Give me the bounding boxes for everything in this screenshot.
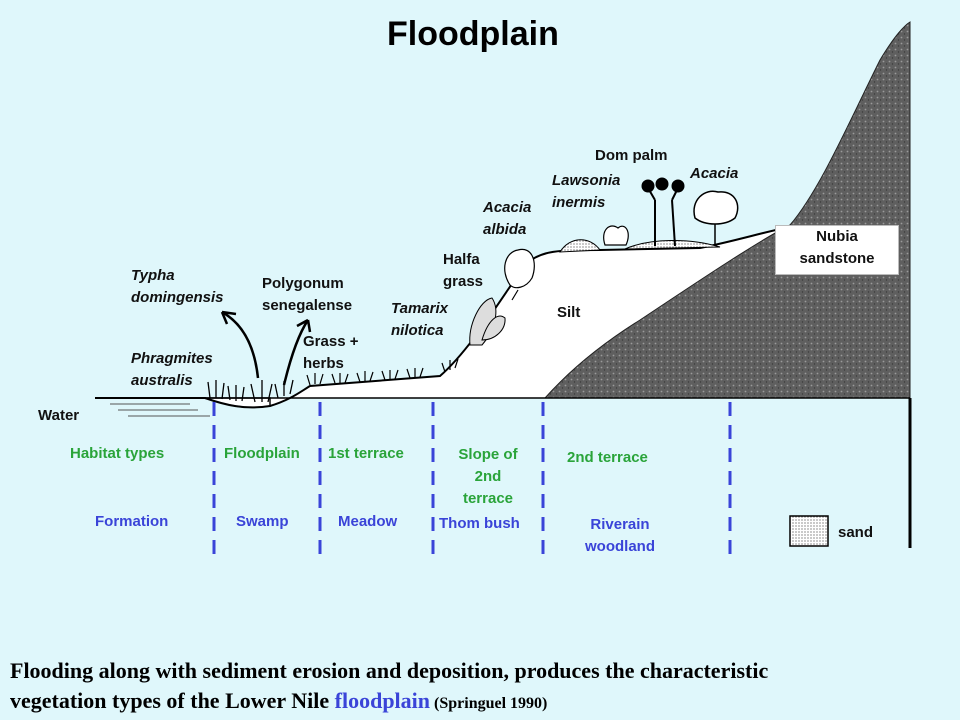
acacia-albida-tree [504, 248, 535, 301]
formation-riverain-woodland: Riverain woodland [585, 516, 655, 555]
water-body [95, 397, 271, 409]
label-acacia-albida: Acacia albida [483, 199, 532, 238]
legend-sand-label: sand [838, 524, 874, 541]
label-phragmites: Phragmites australis [131, 350, 213, 389]
caption-highlight: floodplain [334, 688, 431, 713]
label-tamarix: Tamarix nilotica [391, 300, 448, 339]
label-polygonum: Polygonum senegalense [262, 275, 353, 314]
formation-thom-bush: Thom bush [439, 515, 520, 532]
habitat-floodplain: Floodplain [224, 445, 300, 462]
polygonum-arrow [282, 318, 312, 386]
caption-line-1: Flooding along with sediment erosion and… [10, 658, 769, 683]
dom-palm-tree [641, 177, 685, 247]
sand-mound-right [624, 240, 721, 250]
lawsonia-shrub [603, 225, 629, 246]
caption-line-2: vegetation types of the Lower Nile flood… [10, 686, 955, 719]
habitat-slope-2nd-terrace: Slope of 2nd terrace [458, 446, 518, 507]
caption: Flooding along with sediment erosion and… [10, 656, 955, 719]
water-ripples [110, 403, 210, 417]
label-dom-palm: Dom palm [595, 147, 668, 164]
label-acacia: Acacia [690, 165, 739, 182]
habitat-1st-terrace: 1st terrace [328, 445, 404, 462]
sand-mound-left [559, 239, 601, 253]
label-lawsonia: Lawsonia inermis [552, 172, 621, 211]
typha-arrow [220, 310, 260, 379]
tamarix-shrub [469, 297, 506, 346]
caption-citation: (Springuel 1990) [430, 695, 548, 712]
formation-meadow: Meadow [338, 513, 398, 530]
swamp-reeds [207, 379, 294, 403]
label-halfa-grass: Halfa grass [443, 251, 484, 290]
label-grass-herbs: Grass + herbs [303, 333, 359, 372]
label-silt: Silt [557, 304, 581, 321]
grass-tufts [306, 358, 459, 386]
sand-legend-swatch [789, 515, 829, 547]
acacia-tree [693, 190, 739, 245]
habitat-2nd-terrace: 2nd terrace [567, 449, 648, 466]
caption-line-2-text: vegetation types of the Lower Nile [10, 688, 335, 713]
label-typha: Typha domingensis [131, 267, 224, 306]
page-title: Floodplain [387, 15, 559, 53]
habitat-types-header: Habitat types [70, 445, 165, 462]
zone-dividers [212, 402, 732, 560]
formation-header: Formation [95, 513, 169, 530]
label-water: Water [38, 407, 80, 424]
formation-swamp: Swamp [236, 513, 289, 530]
label-nubia-sandstone: Nubia sandstone [775, 225, 899, 275]
